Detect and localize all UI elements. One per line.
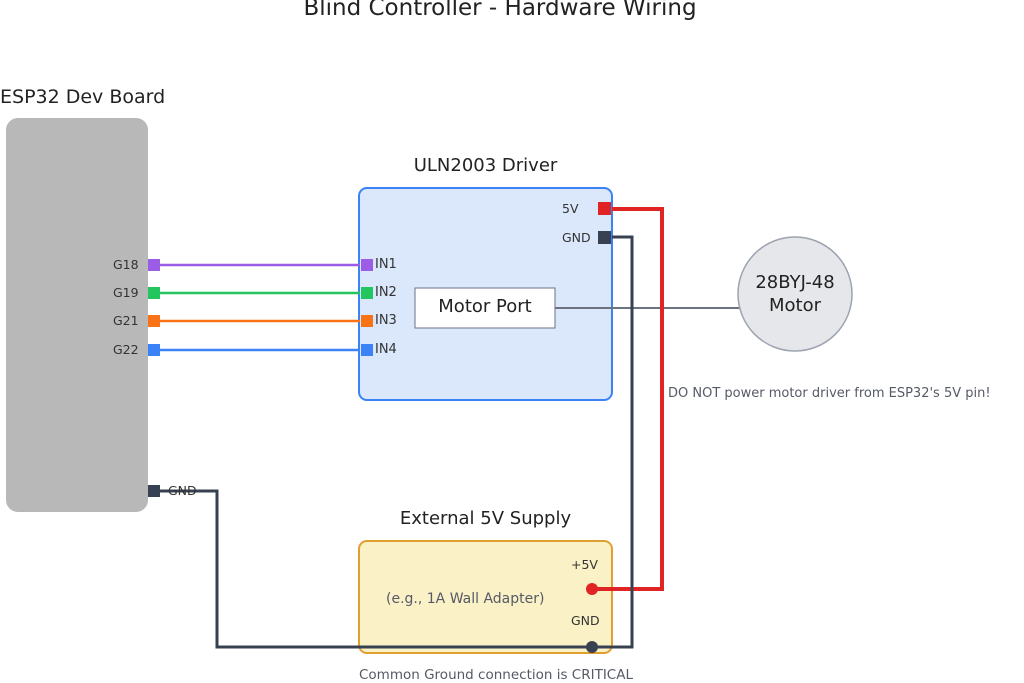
driver-gnd-marker <box>598 231 611 244</box>
esp32-pin-g21-label: G21 <box>113 313 139 328</box>
driver-in1-label: IN1 <box>375 257 397 272</box>
esp32-pin-g18-label: G18 <box>113 257 139 272</box>
supply-subtitle: (e.g., 1A Wall Adapter) <box>386 591 545 607</box>
esp32-gnd-marker <box>148 485 160 497</box>
driver-5v-label: 5V <box>562 201 579 216</box>
esp32-pin-g19-label: G19 <box>113 285 139 300</box>
motor-port-box <box>414 287 556 329</box>
supply-plus-terminal <box>586 583 598 595</box>
driver-in1-marker <box>361 259 373 271</box>
ground-note: Common Ground connection is CRITICAL <box>359 667 633 683</box>
driver-in2-label: IN2 <box>375 285 397 300</box>
supply-plus-label: +5V <box>571 557 598 572</box>
motor-port-label: Motor Port <box>438 296 532 317</box>
supply-gnd-label: GND <box>571 613 600 628</box>
esp32-pin-g21-marker <box>148 315 160 327</box>
warning-note: DO NOT power motor driver from ESP32's 5… <box>668 386 991 401</box>
supply-gnd-terminal <box>586 641 598 653</box>
motor-label-line2: Motor <box>768 295 821 316</box>
esp32-pin-g18-marker <box>148 259 160 271</box>
supply-label: External 5V Supply <box>399 508 572 529</box>
driver-in4-label: IN4 <box>375 342 397 357</box>
driver-in3-label: IN3 <box>375 313 397 328</box>
driver-in3-marker <box>361 315 373 327</box>
esp32-board <box>6 118 148 512</box>
power-wire <box>592 207 664 591</box>
motor-circle <box>737 236 853 352</box>
driver-5v-marker <box>598 202 611 215</box>
diagram-title: Blind Controller - Hardware Wiring <box>303 0 697 21</box>
ground-wire-driver <box>592 235 634 649</box>
supply-box <box>358 540 613 654</box>
esp32-pin-g22-marker <box>148 344 160 356</box>
driver-gnd-label: GND <box>562 230 591 245</box>
esp32-label: ESP32 Dev Board <box>0 86 166 108</box>
driver-in4-marker <box>361 344 373 356</box>
motor-label-line1: 28BYJ-48 <box>755 272 835 293</box>
driver-in2-marker <box>361 287 373 299</box>
esp32-gnd-label: GND <box>168 483 197 498</box>
driver-label: ULN2003 Driver <box>413 155 558 176</box>
ground-wire-esp32 <box>160 489 592 649</box>
esp32-pin-g19-marker <box>148 287 160 299</box>
esp32-pin-g22-label: G22 <box>113 342 139 357</box>
